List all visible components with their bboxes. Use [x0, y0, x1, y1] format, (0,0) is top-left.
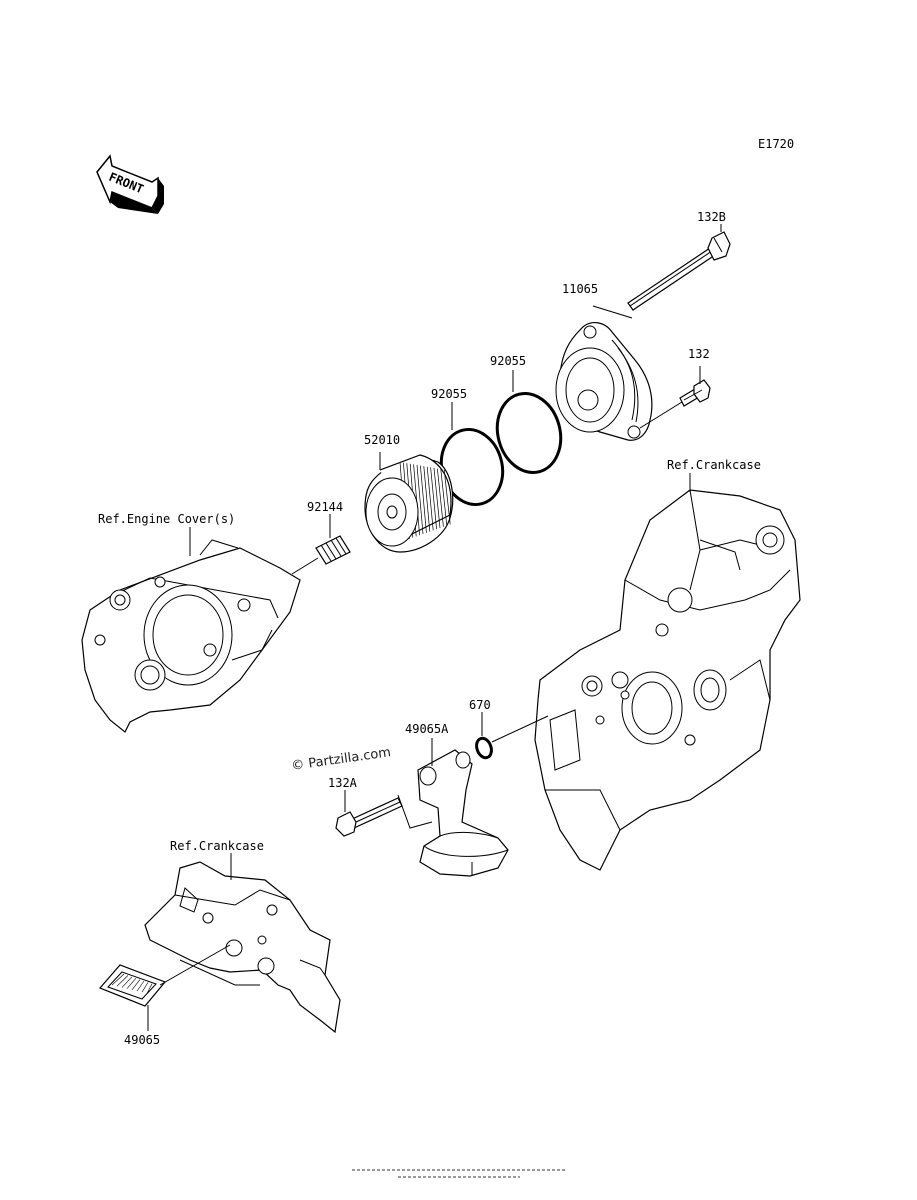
screen-mesh-line: [136, 980, 145, 992]
bolt-132b: [627, 231, 731, 311]
screen-mesh-line: [131, 979, 141, 990]
screen-mesh-line: [121, 976, 133, 988]
label-132a: 132A: [328, 776, 358, 790]
filter-pleat: [433, 467, 441, 529]
screen-mesh-line: [141, 982, 149, 993]
label-92144: 92144: [307, 500, 343, 514]
filter-cover-11065: [555, 322, 653, 441]
filter-pleat: [443, 469, 451, 525]
crankcase-ref-bottom: [144, 861, 341, 1034]
diagram-id: E1720: [758, 137, 794, 151]
label-52010: 52010: [364, 433, 400, 447]
footer-fine-print: [352, 1169, 566, 1178]
filter-pleat: [426, 466, 434, 531]
screen-mesh-line: [126, 978, 137, 989]
label-engine-cover-ref: Ref.Engine Cover(s): [98, 512, 235, 526]
label-92055-front: 92055: [431, 387, 467, 401]
filter-pleat: [437, 468, 444, 527]
spring-92144: [315, 535, 351, 565]
label-crankcase-ref-bottom: Ref.Crankcase: [170, 839, 264, 853]
oil-strainer-49065a: [417, 749, 509, 877]
crankcase-ref-right: [534, 489, 801, 871]
copyright-watermark: © Partzilla.com: [290, 745, 391, 774]
label-49065: 49065: [124, 1033, 160, 1047]
label-132: 132: [688, 347, 710, 361]
screen-mesh-line: [146, 983, 153, 994]
label-crankcase-ref-right: Ref.Crankcase: [667, 458, 761, 472]
front-arrow-icon: FRONT: [96, 154, 164, 214]
label-670: 670: [469, 698, 491, 712]
label-132b: 132B: [697, 210, 726, 224]
filter-pleat: [416, 464, 424, 535]
filter-pleat: [423, 466, 431, 532]
filter-pleat: [440, 469, 448, 526]
bolt-132: [679, 379, 711, 407]
screen-mesh-line: [116, 975, 129, 987]
filter-pleat: [430, 467, 437, 530]
label-92055-rear: 92055: [490, 354, 526, 368]
engine-cover-ref: [81, 539, 301, 733]
screen-49065: [98, 964, 167, 1007]
label-49065a: 49065A: [405, 722, 449, 736]
o-ring-670: [475, 736, 493, 760]
filter-pleat: [420, 465, 427, 533]
bolt-132a: [335, 797, 403, 837]
oil-filter-52010: [364, 454, 454, 553]
o-ring-92055-rear: [495, 392, 563, 474]
screen-mesh-line: [111, 973, 125, 986]
label-11065: 11065: [562, 282, 598, 296]
